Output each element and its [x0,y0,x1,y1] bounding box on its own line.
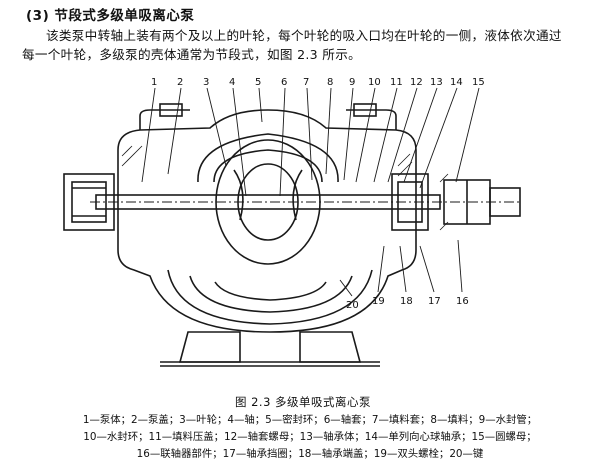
pump-base [299,331,362,363]
callout-4: 4 [229,77,235,88]
figure-caption: 图 2.3 多级单吸式离心泵 [234,395,372,409]
callout-15: 15 [472,77,485,88]
bearing-housing-right [391,173,429,231]
pump-base [178,331,241,363]
figure-legend: 1—泵体；2—泵盖；3—叶轮；4—轴；5—密封环；6—轴套；7—填料套；8—填料… [30,412,590,463]
callout-8: 8 [327,77,333,88]
legend-line-2: 10—水封环；11—填料压盖；12—轴套螺母；13—轴承体；14—单列向心球轴承… [83,431,537,443]
water-seal-pipe [139,109,397,130]
callout-14: 14 [450,77,463,88]
callout-5: 5 [255,77,261,88]
callout-12: 12 [410,77,423,88]
intro-paragraph: 该类泵中转轴上装有两个及以上的叶轮，每个叶轮的吸入口均在叶轮的一侧，液体依次通过… [22,26,592,64]
callout-16: 16 [456,296,469,307]
callout-10: 10 [368,77,381,88]
pump-casing [117,202,417,333]
legend-line-1: 1—泵体；2—泵盖；3—叶轮；4—轴；5—密封环；6—轴套；7—填料套；8—填料… [82,414,538,426]
callout-20: 20 [346,300,359,311]
callout-11: 11 [390,77,403,88]
volute-channel [214,281,327,301]
callout-7: 7 [303,77,309,88]
paragraph-line-2: 每一个叶轮，多级泵的壳体通常为节段式，如图 2.3 所示。 [22,47,361,62]
impeller [215,139,321,265]
paragraph-line-1: 该类泵中转轴上装有两个及以上的叶轮，每个叶轮的吸入口均在叶轮的一侧，液体依次通过 [46,28,562,43]
volute-channel [197,133,339,183]
volute-channel [213,149,323,183]
section-heading: (3) 节段式多级单吸离心泵 [26,8,195,24]
callout-13: 13 [430,77,443,88]
callout-2: 2 [177,77,183,88]
callout-19: 19 [372,296,385,307]
volute-channel [189,275,353,313]
legend-line-3: 16—联轴器部件；17—轴承挡圈；18—轴承端盖；19—双头螺栓；20—键 [136,448,484,460]
pump-casing [117,109,417,202]
callout-18: 18 [400,296,413,307]
bearing-housing-left [63,173,115,231]
callout-17: 17 [428,296,441,307]
callout-1: 1 [151,77,157,88]
callout-9: 9 [349,77,355,88]
callout-3: 3 [203,77,209,88]
callout-6: 6 [281,77,287,88]
pump-cross-section-drawing: 1 2 3 4 5 6 7 8 9 10 11 12 13 14 15 20 1… [63,77,521,367]
volute-channel [167,269,373,325]
